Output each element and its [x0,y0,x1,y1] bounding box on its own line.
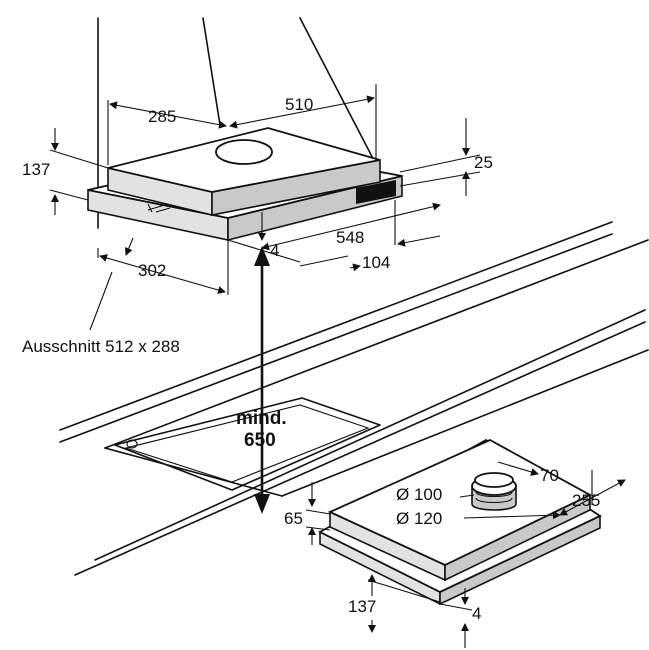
hood-unit-top [87,17,403,242]
min-distance-arrow [254,246,270,514]
countertop [59,221,649,576]
vent-grille [356,180,396,204]
exhaust-opening [215,139,273,165]
dim-25: 25 [474,153,493,172]
dim-137-top: 137 [22,160,50,179]
cutout-label: Ausschnitt 512 x 288 [22,337,180,356]
min-distance-label-2: 650 [244,430,276,451]
countertop-cutout [114,397,381,491]
dim-duct-120: Ø 120 [396,509,442,528]
dim-548: 548 [336,228,364,247]
dim-duct-100: Ø 100 [396,485,442,504]
dim-510: 510 [285,95,313,114]
dimensions-bottom [305,461,626,648]
dim-104: 104 [362,253,390,272]
min-distance-label-1: mind. [236,408,287,429]
dim-285: 285 [148,107,176,126]
dim-255: 255 [572,491,600,510]
dim-65: 65 [284,509,303,528]
dim-137-bottom: 137 [348,597,376,616]
dim-302: 302 [138,261,166,280]
dim-4-bottom: 4 [472,604,481,623]
dim-70: 70 [540,466,559,485]
dim-4-top: 4 [270,241,279,260]
